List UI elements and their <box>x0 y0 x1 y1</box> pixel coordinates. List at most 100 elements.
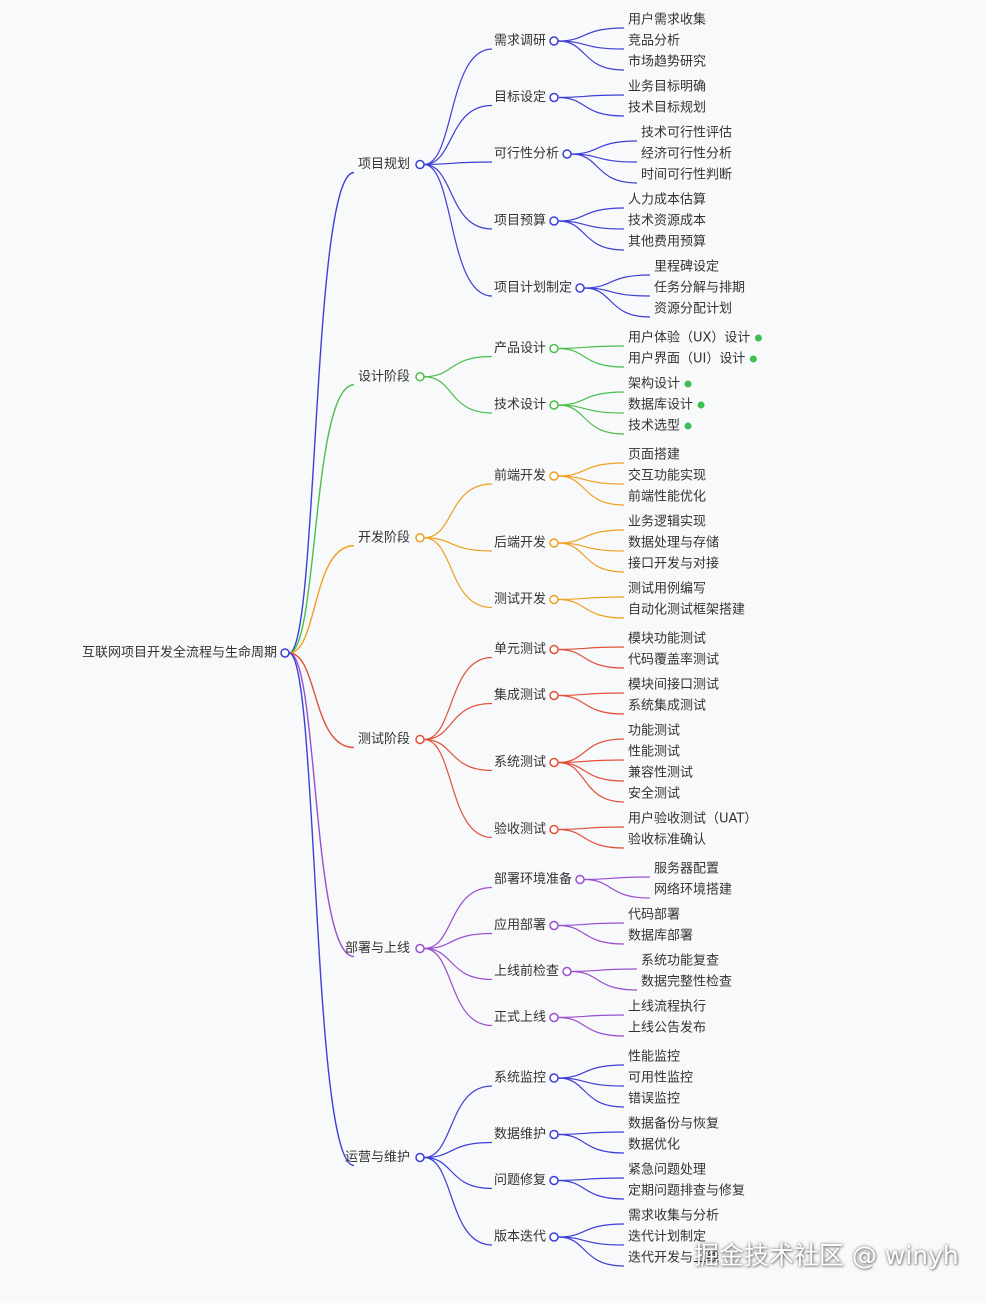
subtask-node-label[interactable]: 自动化测试框架搭建 <box>628 602 745 618</box>
subtask-node-label[interactable]: 安全测试 <box>628 786 680 802</box>
root-node-label[interactable]: 互联网项目开发全流程与生命周期 <box>82 645 277 661</box>
phase-node-dot[interactable] <box>415 943 425 954</box>
task-node-dot[interactable] <box>549 343 559 354</box>
task-node-dot[interactable] <box>562 966 572 977</box>
subtask-node-label[interactable]: 用户界面（UI）设计 <box>628 351 745 367</box>
task-node-dot[interactable] <box>549 757 559 768</box>
subtask-node-label[interactable]: 代码部署 <box>628 908 680 923</box>
subtask-node-label[interactable]: 网络环境搭建 <box>654 882 732 898</box>
subtask-node-label[interactable]: 交互功能实现 <box>628 468 706 484</box>
task-node-label[interactable]: 测试开发 <box>494 591 546 607</box>
phase-node-label[interactable]: 开发阶段 <box>358 529 410 545</box>
subtask-node-label[interactable]: 数据完整性检查 <box>641 975 732 990</box>
subtask-node-label[interactable]: 性能监控 <box>628 1050 680 1065</box>
phase-node-label[interactable]: 部署与上线 <box>345 941 410 956</box>
phase-node-label[interactable]: 设计阶段 <box>358 369 410 384</box>
subtask-node-label[interactable]: 可用性监控 <box>628 1071 693 1086</box>
phase-node-dot[interactable] <box>415 372 425 382</box>
task-node-dot[interactable] <box>549 824 559 835</box>
task-node-label[interactable]: 前端开发 <box>494 468 546 484</box>
task-node-label[interactable]: 需求调研 <box>494 34 546 49</box>
subtask-node-label[interactable]: 紧急问题处理 <box>628 1163 706 1178</box>
task-node-dot[interactable] <box>562 149 572 159</box>
subtask-node-label[interactable]: 时间可行性判断 <box>641 168 732 183</box>
subtask-node-label[interactable]: 验收标准确认 <box>628 832 706 848</box>
subtask-node-label[interactable]: 人力成本估算 <box>628 193 706 208</box>
phase-node-dot[interactable] <box>415 734 425 745</box>
subtask-node-label[interactable]: 用户验收测试（UAT） <box>628 811 757 827</box>
subtask-node-label[interactable]: 错误监控 <box>628 1092 680 1107</box>
subtask-node-label[interactable]: 里程碑设定 <box>654 259 719 275</box>
subtask-node-label[interactable]: 数据处理与存储 <box>628 536 719 551</box>
subtask-node-label[interactable]: 资源分配计划 <box>654 302 732 317</box>
task-node-label[interactable]: 验收测试 <box>494 821 546 837</box>
subtask-node-label[interactable]: 系统集成测试 <box>628 698 706 714</box>
task-node-label[interactable]: 集成测试 <box>494 687 546 703</box>
task-node-label[interactable]: 产品设计 <box>494 341 546 356</box>
subtask-node-label[interactable]: 用户体验（UX）设计 <box>628 330 750 346</box>
subtask-node-label[interactable]: 技术可行性评估 <box>641 126 732 141</box>
task-node-label[interactable]: 正式上线 <box>494 1010 546 1025</box>
task-node-dot[interactable] <box>549 538 559 548</box>
task-node-label[interactable]: 部署环境准备 <box>494 871 572 887</box>
subtask-node-label[interactable]: 技术目标规划 <box>628 101 706 116</box>
subtask-node-label[interactable]: 前端性能优化 <box>628 489 706 505</box>
task-node-dot[interactable] <box>549 1129 559 1140</box>
subtask-node-label[interactable]: 上线公告发布 <box>628 1020 706 1036</box>
task-node-label[interactable]: 版本迭代 <box>494 1230 546 1245</box>
subtask-node-label[interactable]: 需求收集与分析 <box>628 1208 719 1224</box>
task-node-dot[interactable] <box>549 1175 559 1186</box>
task-node-dot[interactable] <box>549 1232 559 1242</box>
phase-node-dot[interactable] <box>415 1152 425 1163</box>
subtask-node-label[interactable]: 性能测试 <box>628 745 680 760</box>
task-node-label[interactable]: 系统测试 <box>494 755 546 770</box>
phase-node-label[interactable]: 运营与维护 <box>345 1150 410 1165</box>
subtask-node-label[interactable]: 数据库设计 <box>628 397 693 413</box>
phase-node-label[interactable]: 项目规划 <box>358 157 410 172</box>
task-node-dot[interactable] <box>549 36 559 46</box>
subtask-node-label[interactable]: 迭代计划制定 <box>628 1230 706 1245</box>
subtask-node-label[interactable]: 迭代开发与上线 <box>628 1250 719 1266</box>
subtask-node-label[interactable]: 数据库部署 <box>628 928 693 944</box>
task-node-label[interactable]: 项目计划制定 <box>494 281 572 296</box>
subtask-node-label[interactable]: 兼容性测试 <box>628 765 693 781</box>
subtask-node-label[interactable]: 经济可行性分析 <box>641 147 732 162</box>
subtask-node-label[interactable]: 模块间接口测试 <box>628 677 719 693</box>
subtask-node-label[interactable]: 功能测试 <box>628 724 680 739</box>
task-node-dot[interactable] <box>575 874 585 885</box>
task-node-label[interactable]: 后端开发 <box>494 535 546 551</box>
task-node-dot[interactable] <box>549 471 559 481</box>
subtask-node-label[interactable]: 定期问题排查与修复 <box>628 1184 745 1199</box>
subtask-node-label[interactable]: 其他费用预算 <box>628 235 706 250</box>
task-node-dot[interactable] <box>549 216 559 226</box>
task-node-label[interactable]: 可行性分析 <box>494 147 559 162</box>
subtask-node-label[interactable]: 模块功能测试 <box>628 632 706 647</box>
task-node-dot[interactable] <box>549 594 559 605</box>
task-node-dot[interactable] <box>549 920 559 931</box>
subtask-node-label[interactable]: 任务分解与排期 <box>654 280 745 296</box>
task-node-dot[interactable] <box>549 1073 559 1083</box>
phase-node-dot[interactable] <box>415 533 425 543</box>
task-node-label[interactable]: 目标设定 <box>494 90 546 105</box>
subtask-node-label[interactable]: 架构设计 <box>628 377 680 392</box>
task-node-label[interactable]: 问题修复 <box>494 1173 546 1188</box>
task-node-dot[interactable] <box>549 92 559 103</box>
subtask-node-label[interactable]: 系统功能复查 <box>641 954 719 969</box>
task-node-dot[interactable] <box>549 690 559 701</box>
subtask-node-label[interactable]: 页面搭建 <box>628 447 680 463</box>
phase-node-dot[interactable] <box>415 159 425 170</box>
phase-node-label[interactable]: 测试阶段 <box>358 732 410 747</box>
subtask-node-label[interactable]: 市场趋势研究 <box>628 54 706 70</box>
subtask-node-label[interactable]: 上线流程执行 <box>628 1000 706 1015</box>
task-node-dot[interactable] <box>549 1012 559 1023</box>
root-node-dot[interactable] <box>280 648 290 658</box>
subtask-node-label[interactable]: 测试用例编写 <box>628 582 706 597</box>
subtask-node-label[interactable]: 用户需求收集 <box>628 12 706 28</box>
subtask-node-label[interactable]: 技术选型 <box>628 419 680 434</box>
task-node-label[interactable]: 技术设计 <box>494 398 546 413</box>
subtask-node-label[interactable]: 数据优化 <box>628 1138 680 1153</box>
subtask-node-label[interactable]: 代码覆盖率测试 <box>628 652 719 668</box>
task-node-label[interactable]: 应用部署 <box>494 917 546 933</box>
subtask-node-label[interactable]: 技术资源成本 <box>628 214 706 229</box>
subtask-node-label[interactable]: 服务器配置 <box>654 861 719 877</box>
